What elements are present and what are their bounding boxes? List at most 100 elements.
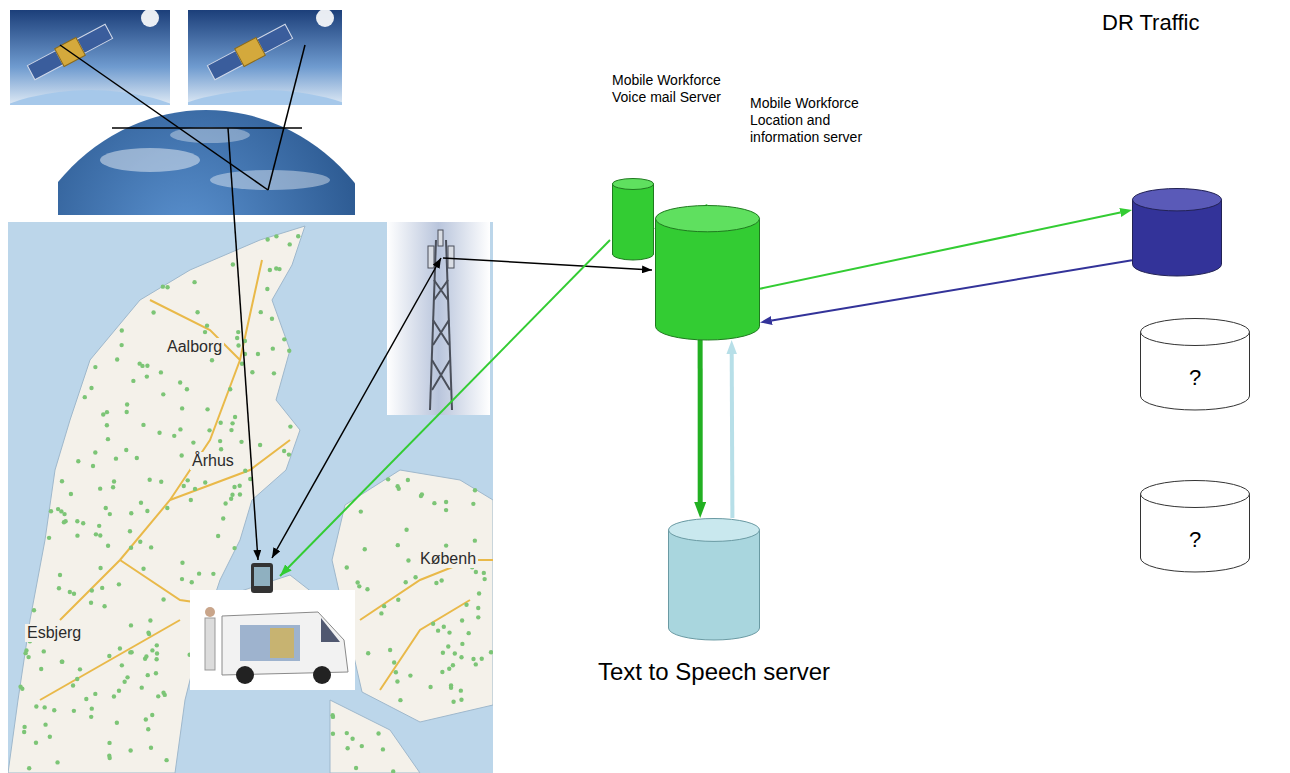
- cylinder-shape: [612, 178, 654, 260]
- town-dot: [441, 651, 445, 655]
- town-dot: [106, 543, 110, 547]
- town-dot: [365, 587, 369, 591]
- town-dot: [459, 697, 463, 701]
- town-dot: [161, 392, 165, 396]
- town-dot: [125, 402, 129, 406]
- town-dot: [259, 310, 263, 314]
- town-dot: [205, 407, 209, 411]
- land-area: [8, 226, 305, 773]
- town-dot: [274, 234, 278, 238]
- town-dot: [476, 615, 480, 619]
- town-dot: [145, 509, 149, 513]
- denmark-map: [8, 222, 493, 773]
- town-dot: [250, 370, 254, 374]
- town-dot: [345, 731, 349, 735]
- town-dot: [357, 584, 361, 588]
- town-dot: [431, 622, 435, 626]
- phone-picture: [251, 563, 273, 593]
- town-dot: [186, 478, 190, 482]
- town-dot: [178, 427, 182, 431]
- town-dot: [72, 709, 76, 713]
- signal-lines: [60, 45, 652, 560]
- unknown-server: ?: [1140, 480, 1250, 572]
- server-label: Mobile Workforce Voice mail Server: [612, 72, 742, 106]
- town-dot: [32, 608, 36, 612]
- town-dot: [238, 492, 242, 496]
- town-dot: [178, 380, 182, 384]
- town-dot: [482, 571, 486, 575]
- cylinder-shape: [1140, 480, 1250, 572]
- town-dot: [376, 731, 380, 735]
- town-dot: [256, 352, 260, 356]
- town-dot: [157, 431, 161, 435]
- town-dot: [442, 625, 446, 629]
- server-label: Mobile Workforce Location and informatio…: [750, 95, 874, 145]
- town-dot: [161, 691, 165, 695]
- town-dot: [287, 349, 291, 353]
- cell-tower-picture: [387, 222, 490, 415]
- town-dot: [106, 437, 110, 441]
- town-dot: [473, 538, 477, 542]
- town-dot: [272, 371, 276, 375]
- town-dot: [191, 440, 195, 444]
- town-dot: [381, 747, 385, 751]
- town-dot: [471, 657, 475, 661]
- town-dot: [150, 713, 154, 717]
- town-dot: [451, 700, 455, 704]
- town-dot: [104, 506, 108, 510]
- town-dot: [75, 519, 79, 523]
- town-dot: [192, 280, 196, 284]
- town-dot: [98, 533, 102, 537]
- town-dot: [180, 406, 184, 410]
- town-dot: [140, 685, 144, 689]
- town-dot: [444, 508, 448, 512]
- town-dot: [23, 651, 27, 655]
- town-dot: [164, 758, 168, 762]
- town-dot: [428, 685, 432, 689]
- town-dot: [60, 479, 64, 483]
- town-dot: [78, 667, 82, 671]
- town-dot: [274, 266, 278, 270]
- town-dot: [161, 284, 165, 288]
- town-dot: [193, 487, 197, 491]
- town-dot: [398, 698, 402, 702]
- town-dot: [128, 748, 132, 752]
- town-dot: [125, 675, 129, 679]
- town-dot: [473, 488, 477, 492]
- town-dot: [107, 756, 111, 760]
- town-dot: [90, 706, 94, 710]
- town-dot: [56, 507, 60, 511]
- town-dot: [89, 715, 93, 719]
- town-dot: [147, 478, 151, 482]
- town-dot: [83, 395, 87, 399]
- town-dot: [232, 485, 236, 489]
- town-dot: [97, 524, 101, 528]
- location-server: Mobile Workforce Location and informatio…: [655, 205, 760, 340]
- town-dot: [434, 581, 438, 585]
- connector-arrow: [730, 354, 735, 518]
- town-dot: [404, 580, 408, 584]
- town-dot: [154, 671, 158, 675]
- town-dot: [203, 480, 207, 484]
- town-dot: [172, 434, 176, 438]
- town-dot: [42, 649, 46, 653]
- connector-arrow: [698, 340, 703, 502]
- text-to-speech-server: Text to Speech server: [668, 518, 760, 640]
- town-dot: [228, 387, 232, 391]
- town-dot: [144, 717, 148, 721]
- town-dot: [396, 543, 400, 547]
- town-dot: [60, 659, 64, 663]
- town-dot: [296, 234, 300, 238]
- town-dot: [189, 498, 193, 502]
- town-dot: [449, 685, 453, 689]
- town-dot: [48, 735, 52, 739]
- town-dot: [89, 386, 93, 390]
- town-dot: [444, 500, 448, 504]
- town-dot: [474, 662, 478, 666]
- town-dot: [229, 428, 233, 432]
- town-dot: [477, 591, 481, 595]
- town-dot: [137, 361, 141, 365]
- city-label: Københ: [418, 550, 478, 568]
- town-dot: [476, 606, 480, 610]
